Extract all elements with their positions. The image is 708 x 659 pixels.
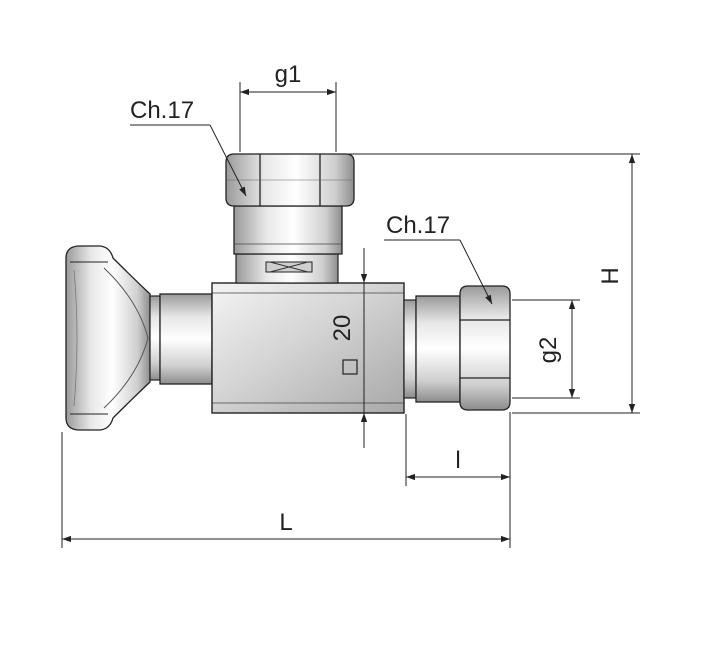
bonnet [159,293,213,385]
label-ch17-top: Ch.17 [130,97,194,124]
label-square20: 20 [329,315,356,342]
top-hex-nut [225,153,355,207]
handwheel-collar [149,295,161,381]
outlet-collar [403,299,417,399]
top-sleeve [233,205,343,255]
label-l: l [455,447,460,474]
valve-body [211,282,405,414]
right-hex-nut [459,285,511,411]
label-H: H [597,267,624,284]
label-g2: g2 [535,337,562,364]
label-L: L [279,509,292,536]
outlet-sleeve [415,295,461,403]
label-g1: g1 [275,61,302,88]
square-symbol-icon [342,359,358,375]
dimension-lines [61,82,640,548]
handwheel [65,245,151,431]
label-ch17-right: Ch.17 [386,212,450,239]
